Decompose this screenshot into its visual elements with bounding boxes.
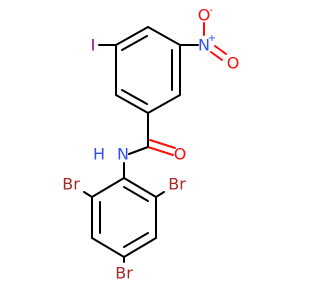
- atom-labels-layer: I N + O - O O H N Br Br Br: [62, 5, 239, 283]
- bromine-right-label: Br: [168, 175, 186, 194]
- bonds-layer: [83, 22, 227, 263]
- bromine-bottom-label: Br: [115, 264, 133, 283]
- bond-ring2-c-inner: [123, 232, 149, 248]
- amide-nitrogen-label: N: [117, 145, 129, 164]
- bromine-left-label: Br: [62, 175, 80, 194]
- bond-nitro-o-double-a: [210, 51, 223, 61]
- bond-bromine-right: [155, 191, 165, 198]
- iodine-atom-label: I: [91, 36, 96, 55]
- bond-ring1-c: [147, 94, 181, 114]
- nitro-nitrogen-charge: +: [208, 33, 216, 44]
- bond-ring2-a: [123, 177, 157, 198]
- bond-bromine-left: [83, 191, 93, 198]
- bond-amide-n-carbonyl: [128, 146, 149, 155]
- amide-hydrogen-label: H: [93, 145, 105, 164]
- carbonyl-oxygen-label: O: [174, 145, 187, 164]
- bond-ring1-f: [115, 26, 149, 46]
- bond-ring1-d-inner: [121, 89, 148, 105]
- bond-ring2-d: [91, 237, 125, 258]
- bond-ring2-f: [91, 177, 125, 198]
- bond-ring1-a: [147, 26, 181, 46]
- bond-ring1-d: [115, 94, 149, 114]
- bond-ring1-f-inner: [121, 35, 148, 51]
- bond-nitro-o-double-b: [214, 45, 227, 55]
- molecule-structure-diagram: I N + O - O O H N Br Br Br: [62, 5, 239, 283]
- bond-ring2-a-inner: [123, 186, 149, 202]
- nitro-oxygen-single-label: O: [198, 6, 211, 25]
- nitro-nitrogen-label: N: [198, 36, 210, 55]
- bond-ring2-c: [123, 237, 157, 258]
- bond-carbonyl-o-a: [147, 146, 174, 156]
- nitro-oxygen-double-label: O: [227, 54, 240, 73]
- nitro-oxygen-single-charge: -: [209, 5, 213, 16]
- bond-carbonyl-o-b: [149, 139, 176, 149]
